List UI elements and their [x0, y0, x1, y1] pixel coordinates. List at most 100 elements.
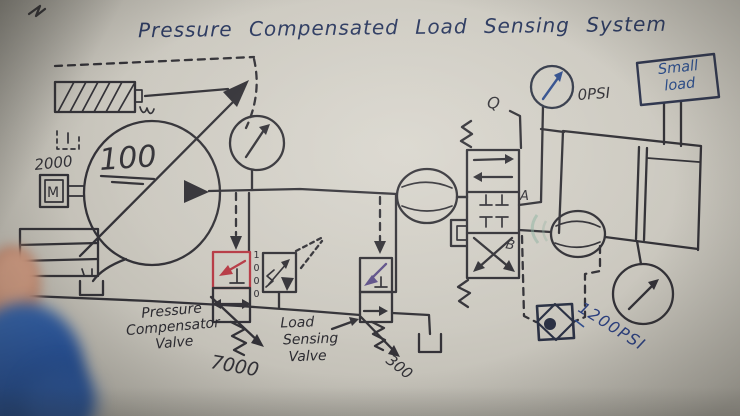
dcv-cross-arrow2-shaft: [476, 236, 514, 270]
motor-letter: M: [47, 185, 59, 201]
dcv-cross-arrow1-head: [503, 260, 515, 272]
gauge0-dial: [529, 64, 575, 110]
dcv-cross-arrow1-shaft: [472, 236, 512, 270]
cylinder-body-edges: [557, 129, 703, 252]
envelope-dashed-top: [53, 55, 256, 68]
margin-valve-symbol: [261, 235, 325, 310]
envelope-dashed-right: [244, 57, 258, 130]
drain-dashed-box: [56, 130, 80, 150]
margin-valve-flow-triangle: [281, 277, 294, 291]
actuator-hatch-lines: [57, 81, 135, 113]
gauge0-stem: [539, 104, 545, 204]
dcv-b-port-line: [517, 228, 553, 234]
dcv-pilot-bracket: [508, 109, 523, 150]
ls-label-arrow-shaft: [330, 319, 356, 331]
dcv-top-arrow2-head: [473, 172, 482, 182]
flow-meter-1-arcs: [401, 181, 453, 212]
pump-flow-triangle: [184, 180, 209, 203]
flow-meter-1-circle: [395, 167, 459, 225]
cap-end-gauge-symbol: [611, 239, 675, 326]
actuator-rod-stub: [134, 89, 143, 103]
dcv-top-spring: [459, 119, 474, 149]
cylinder-inner-top-line: [646, 157, 700, 163]
actuator-spring-icon: [139, 106, 155, 115]
pump-circle: [82, 119, 222, 267]
ls-label-arrowhead: [349, 317, 359, 326]
motor-speed-label: 2000: [34, 152, 74, 174]
cylinder-rod-lines: [662, 99, 683, 148]
ls-flow-arrowhead: [379, 306, 388, 316]
shuttle-valve-diamond: [535, 302, 576, 342]
margin-valve-arrowhead: [281, 259, 290, 269]
person-shoulder: [24, 366, 96, 416]
electric-motor-symbol: 2000 M: [34, 152, 85, 209]
dcv-a-port-line: [517, 200, 543, 207]
displacement-actuator-symbol: [53, 80, 230, 115]
ls-adjust-arrow-shaft: [359, 315, 398, 355]
gauge1200-needle-head: [648, 279, 659, 290]
suction-line: [91, 257, 128, 283]
gauge0-needle: [541, 76, 560, 101]
rod-end-gauge-label: 0PSI: [577, 84, 611, 104]
pump-pilot-envelope: [53, 55, 258, 130]
dcv-tank-bracket-outer: [449, 218, 468, 248]
dcv-top-arrow1-head: [505, 154, 514, 164]
flow-meter-2-arcs: [554, 220, 601, 249]
shuttle-valve-tick: [574, 319, 585, 328]
ls-supply-line: [390, 193, 398, 294]
cap-end-feed-line: [603, 235, 700, 251]
dcv-bottom-spring: [456, 278, 472, 309]
motor-shaft-lines: [67, 185, 85, 197]
ls-purple-arrowhead: [364, 275, 378, 286]
pressure-compensator-valve-label: Pressure Compensator Valve: [114, 298, 232, 356]
corner-scribble-mark: [27, 4, 47, 18]
person-hand: [0, 252, 34, 300]
dcv-port-b-label: B: [504, 237, 516, 254]
gauge1200-dial: [611, 262, 675, 326]
actuator-body: [53, 80, 137, 114]
smudge-arc2: [542, 220, 549, 242]
shuttle-valve-box: [535, 302, 576, 342]
suction-tank-symbol: [78, 279, 105, 297]
rod-end-gauge-symbol: 0PSI: [529, 64, 611, 204]
rod-end-feed-line: [539, 127, 566, 134]
ls-tank-line: [390, 311, 432, 336]
flow-meter-1-symbol: [395, 167, 459, 225]
comp-flow-arrowhead-left: [212, 299, 221, 309]
margin-valve-arrow-shaft: [268, 262, 288, 285]
gauge1-needle: [244, 128, 266, 159]
ls-spring-setting-label: 300: [383, 351, 417, 383]
ls-feedback-dashed-left: [520, 234, 538, 324]
pump-variable-arrow-shaft: [78, 97, 238, 258]
comp-adjust-arrowhead: [251, 334, 264, 347]
ls-tank-symbol: [417, 332, 443, 354]
dcv-body: [465, 148, 521, 280]
ls-pilot-arrowhead: [374, 241, 386, 254]
margin-valve-setting-text: 1000: [251, 250, 262, 302]
gauge1-dial: [228, 114, 286, 172]
comp-flow-arrowhead-right: [242, 299, 251, 309]
variable-displacement-pump-symbol: 100: [78, 80, 249, 267]
ls-label-line3: Valve: [288, 347, 327, 366]
pump-displacement-underline: [99, 174, 156, 186]
dcv-closed-center-tees: [479, 194, 509, 228]
drain-symbol: [56, 130, 80, 150]
dcv-port-a-label: A: [519, 189, 529, 204]
pump-pressure-gauge-symbol: [228, 114, 286, 192]
dcv-flow-label: Q: [486, 93, 501, 114]
dcv-top-arrow1-shaft: [472, 157, 508, 162]
ls-adjust-arrowhead: [388, 345, 400, 357]
load-box: [635, 52, 721, 107]
dcv-cross-arrow2-head: [473, 261, 485, 272]
gauge1-needle-head: [259, 124, 270, 135]
cylinder-piston-lines: [634, 145, 649, 242]
flow-meter-2-symbol: [549, 209, 700, 259]
margin-valve-setting-label: 1000: [251, 250, 262, 302]
dcv-tank-bracket-inner: [456, 225, 467, 241]
gauge0-needle-head: [554, 71, 563, 82]
pump-displacement-label: 100: [98, 139, 158, 178]
gauge1200-stem: [635, 239, 643, 266]
shuttle-valve-symbol: [520, 234, 602, 342]
ls-feedback-dashed-right: [571, 244, 602, 324]
